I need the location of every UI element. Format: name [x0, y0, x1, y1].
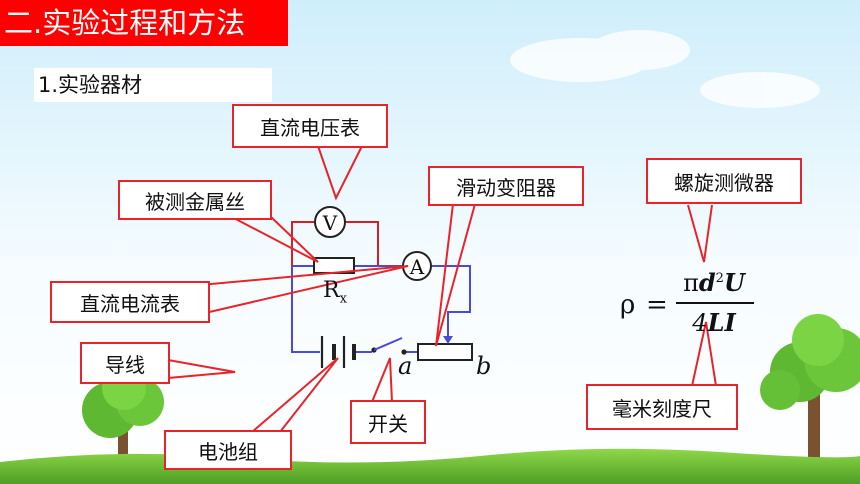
formula-numerator: πd2U	[683, 268, 745, 297]
label-micrometer: 螺旋测微器	[646, 158, 802, 204]
label-wire: 导线	[80, 342, 170, 384]
switch-symbol	[371, 337, 407, 355]
formula-equals: =	[646, 290, 668, 320]
circuit-wires	[291, 265, 471, 353]
formula-fraction-bar	[676, 302, 754, 304]
resistivity-formula: ρ = πd2U 4LI	[620, 268, 760, 344]
tree-right	[760, 314, 860, 460]
label-voltmeter: 直流电压表	[232, 104, 388, 148]
subsection-heading: 1.实验器材	[34, 68, 272, 102]
voltmeter-branch	[291, 221, 379, 266]
label-ruler: 毫米刻度尺	[586, 384, 738, 430]
rheostat-end-b: b	[476, 352, 492, 380]
label-switch: 开关	[350, 400, 426, 444]
label-ammeter: 直流电流表	[50, 281, 210, 323]
label-rheostat: 滑动变阻器	[428, 166, 584, 206]
callout-lines	[167, 145, 717, 433]
rheostat-body	[417, 343, 473, 361]
formula-denominator: 4LI	[692, 308, 736, 337]
resistor-label: Rx	[323, 278, 347, 307]
clouds	[510, 30, 820, 108]
battery-symbol	[320, 336, 356, 368]
voltmeter-letter: V	[322, 211, 338, 235]
label-battery: 电池组	[164, 430, 292, 470]
ammeter-letter: A	[409, 255, 425, 279]
label-wire-under-test: 被测金属丝	[118, 180, 272, 220]
rheostat-end-a: a	[398, 352, 413, 380]
formula-rho: ρ	[620, 290, 636, 320]
voltmeter-symbol	[314, 206, 346, 238]
section-heading: 二.实验过程和方法	[0, 0, 288, 46]
rheostat-slider	[443, 336, 453, 344]
